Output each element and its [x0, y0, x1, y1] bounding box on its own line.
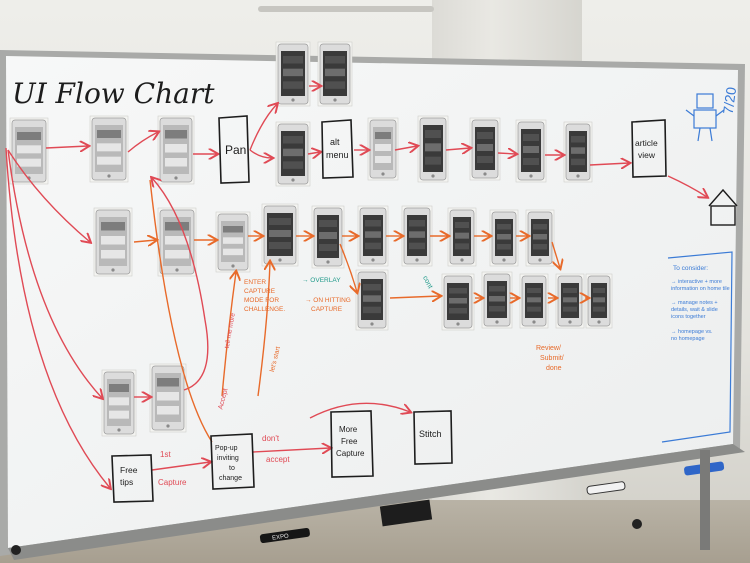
- phone-printout: [417, 115, 449, 183]
- node-article-view-label: view: [638, 150, 656, 160]
- phone-printouts: [9, 41, 613, 437]
- phone-printout: [519, 273, 549, 329]
- node-more-free-capture-label: More: [339, 425, 358, 434]
- phone-printout: [101, 369, 137, 437]
- annotation-overlay: → OVERLAY → ON HITTING CAPTURE: [302, 277, 351, 313]
- phone-printout: [489, 209, 519, 267]
- phone-printout: [555, 273, 585, 329]
- considerations-line: → homepage vs.: [671, 329, 713, 335]
- phone-printout: [355, 269, 389, 331]
- considerations-line: no homepage: [671, 336, 705, 342]
- node-pan-label: Pan: [225, 143, 246, 157]
- annotation-text: CAPTURE: [311, 306, 343, 313]
- annotation-text: accept: [266, 455, 290, 464]
- black-marker: [586, 481, 626, 495]
- node-article-view: article view: [631, 119, 667, 178]
- annotation-text: → OVERLAY: [302, 277, 341, 284]
- node-stitch: Stitch: [413, 410, 453, 465]
- phone-printout: [469, 117, 501, 181]
- annotation-dont-accept: don't accept: [262, 434, 290, 464]
- annotation-text: ENTER: [244, 279, 266, 286]
- phone-printout: [311, 205, 345, 269]
- annotation-text: don't: [262, 434, 280, 443]
- annotation-text: MODE FOR: [244, 297, 279, 304]
- phone-printout: [9, 117, 49, 185]
- considerations-line: information on home tile: [671, 286, 730, 292]
- node-free-tips: Free tips: [111, 454, 154, 503]
- phone-printout: [215, 211, 251, 273]
- annotation-review: Review/ Submit/ done: [536, 345, 564, 372]
- considerations-line: → manage notes +: [671, 300, 718, 306]
- board-title: UI Flow Chart: [12, 77, 215, 110]
- node-stitch-label: Stitch: [419, 429, 442, 439]
- eraser: [379, 499, 433, 527]
- phone-printout: [447, 207, 477, 267]
- phone-printout: [157, 115, 195, 185]
- house-sketch: [708, 188, 738, 226]
- phone-printout: [525, 209, 555, 267]
- node-more-free-capture-label: Capture: [336, 449, 365, 458]
- annotation-enter-capture: ENTER CAPTURE MODE FOR CHALLENGE.: [244, 279, 285, 313]
- stand-wheel: [11, 545, 21, 555]
- considerations-line: details, wait & slide: [671, 307, 718, 313]
- considerations-line: → interactive + more: [671, 279, 722, 285]
- annotation-accept: Accept: [217, 388, 229, 411]
- phone-printout: [93, 207, 133, 277]
- node-alt-menu: alt menu: [321, 119, 354, 179]
- phone-printout: [441, 273, 475, 331]
- node-pan: Pan: [218, 115, 250, 184]
- phone-printout: [481, 271, 513, 329]
- phone-printout: [261, 203, 299, 267]
- node-popup-label: to: [229, 465, 235, 472]
- marker-brand-label: EXPO: [272, 533, 290, 541]
- phone-printout: [585, 273, 613, 329]
- phone-printout: [275, 121, 311, 187]
- annotation-text: Review/: [536, 345, 561, 352]
- stand-wheel: [632, 519, 642, 529]
- flow-arrows: [5, 86, 707, 488]
- node-free-tips-label: tips: [120, 477, 133, 487]
- annotation-text: → ON HITTING: [305, 297, 351, 304]
- node-alt-menu-label: alt: [330, 137, 340, 147]
- annotation-capture: Capture: [158, 478, 187, 487]
- phone-printout: [367, 117, 399, 181]
- stand-leg: [700, 450, 710, 550]
- phone-printout: [563, 121, 593, 183]
- phone-printout: [357, 205, 389, 267]
- board-date: 7/20: [720, 86, 740, 115]
- node-popup: Pop-up inviting to change: [210, 433, 255, 490]
- marker-tray: [8, 444, 745, 560]
- conduit-pipe: [258, 6, 434, 12]
- robot-sketch: [685, 93, 725, 142]
- annotation-text: done: [546, 365, 562, 372]
- node-more-free-capture-label: Free: [341, 437, 358, 446]
- annotation-text: CAPTURE: [244, 288, 276, 295]
- node-popup-label: inviting: [217, 455, 239, 462]
- flow-arrows-orange: [133, 179, 588, 443]
- node-popup-label: change: [219, 475, 242, 482]
- phone-printout: [515, 119, 547, 183]
- considerations-line: To consider:: [673, 265, 708, 272]
- annotation-first: 1st: [160, 450, 171, 459]
- marker-pen: EXPO: [259, 527, 310, 544]
- node-popup-label: Pop-up: [215, 445, 238, 452]
- node-alt-menu-label: menu: [326, 150, 349, 160]
- considerations-line: icons together: [671, 314, 706, 320]
- phone-printout: [317, 41, 353, 107]
- considerations-box: To consider: → interactive + more inform…: [661, 251, 733, 443]
- node-article-view-label: article: [635, 138, 658, 148]
- phone-printout: [89, 115, 129, 183]
- phone-printout: [275, 41, 311, 107]
- annotation-text: Submit/: [540, 355, 564, 362]
- node-more-free-capture: More Free Capture: [330, 410, 374, 478]
- phone-printout: [149, 363, 187, 433]
- node-free-tips-label: Free: [120, 465, 138, 475]
- phone-printout: [401, 205, 433, 267]
- annotation-text: CHALLENGE.: [244, 306, 285, 313]
